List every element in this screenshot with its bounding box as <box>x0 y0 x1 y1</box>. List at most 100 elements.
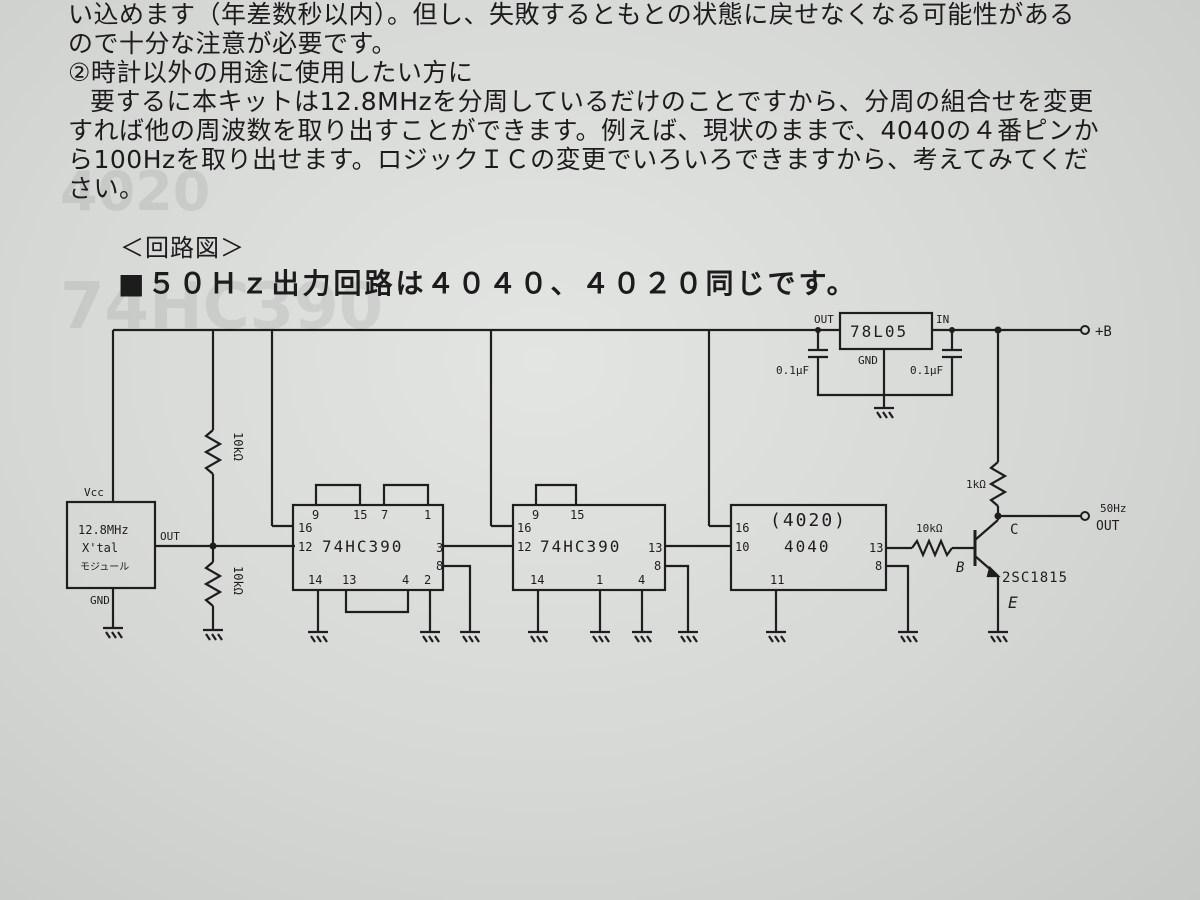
ic3-pin8-gnd <box>886 564 910 632</box>
transistor-name: 2SC1815 <box>1002 570 1068 586</box>
ic2-pin8: 8 <box>654 559 661 573</box>
output-terminal <box>1080 511 1090 521</box>
ic2-pin1: 1 <box>596 573 603 587</box>
ground-symbol <box>988 630 1008 643</box>
ic1-pin3: 3 <box>436 541 443 555</box>
resistor-top <box>203 429 223 475</box>
crystal-gnd-label: GND <box>90 594 110 607</box>
ground-symbol <box>874 406 894 419</box>
ic1-74hc390 <box>291 503 445 592</box>
cap-ground-return <box>816 357 954 397</box>
ic3-pin16: 16 <box>735 521 749 535</box>
crystal-type: X'tal <box>82 541 118 555</box>
ic1-pin8-gnd <box>443 564 472 632</box>
resistor-bottom <box>203 561 223 607</box>
ic1-link-7-1 <box>382 483 430 505</box>
ic1-pin7: 7 <box>381 508 388 522</box>
ground-symbol <box>103 626 123 639</box>
supply-terminal <box>1080 325 1090 335</box>
text-line: ので十分な注意が必要です。 <box>68 29 398 58</box>
regulator-label: 78L05 <box>850 322 908 341</box>
transistor-e: E <box>1008 593 1018 612</box>
ground-symbol <box>420 630 440 643</box>
regulator-gnd-label: GND <box>858 354 878 367</box>
ic3-pin13: 13 <box>869 541 883 555</box>
resistor-collector <box>988 461 1008 507</box>
resistor-base <box>911 538 953 558</box>
text-line: さい。 <box>68 174 145 203</box>
text-line: すれば他の周波数を取り出すことができます。例えば、現状のままで、4040の４番ピ… <box>68 116 1100 145</box>
supply-label: +B <box>1095 324 1112 340</box>
r-base-label: 10kΩ <box>916 522 943 535</box>
ic2-pin9: 9 <box>532 508 539 522</box>
ground-symbol <box>590 630 610 643</box>
ground-symbol <box>528 630 548 643</box>
ic1-pin8: 8 <box>436 559 443 573</box>
ground-symbol <box>766 630 786 643</box>
junction-dot <box>949 327 955 333</box>
cap-right-label: 0.1μF <box>910 364 943 377</box>
r-top-label: 10kΩ <box>231 432 245 461</box>
section-title: ＜回路図＞ <box>120 234 245 262</box>
ic1-pin16: 16 <box>298 521 312 535</box>
ic2-pin16: 16 <box>517 521 531 535</box>
ic3-pin10: 10 <box>735 540 749 554</box>
ic2-pin8-gnd <box>665 564 690 632</box>
ic1-pin2: 2 <box>424 573 431 587</box>
r-bottom-label: 10kΩ <box>231 566 245 595</box>
ground-symbol <box>203 628 223 641</box>
emitter-arrow <box>986 565 1001 578</box>
crystal-module-label: モジュール <box>80 562 129 573</box>
ic1-label: 74HC390 <box>322 537 403 556</box>
ground-symbol <box>460 630 480 643</box>
ic1-pin12: 12 <box>298 540 312 554</box>
ic1-pin15: 15 <box>353 508 367 522</box>
text-line: い込めます（年差数秒以内）。但し、失敗するともとの状態に戻せなくなる可能性がある <box>68 0 1075 29</box>
crystal-freq: 12.8MHz <box>78 523 129 537</box>
ic2-link-9-15 <box>534 483 578 505</box>
ic1-pin13: 13 <box>342 573 356 587</box>
ic2-pin13: 13 <box>648 541 662 555</box>
crystal-out-label: OUT <box>160 530 180 543</box>
ic1-link-13-4 <box>344 590 410 614</box>
ic1-pin9: 9 <box>312 508 319 522</box>
transistor-b: B <box>956 560 964 576</box>
regulator-out-label: OUT <box>814 313 834 326</box>
ic1-pin14: 14 <box>308 573 322 587</box>
ic1-pin1: 1 <box>424 508 431 522</box>
output-label: OUT <box>1096 519 1120 534</box>
ic2-pin15: 15 <box>570 508 584 522</box>
ic3-label: 4040 <box>784 537 831 556</box>
ic2-pin14: 14 <box>530 573 544 587</box>
ic2-pin12: 12 <box>517 540 531 554</box>
ic3-alt-label: (4020) <box>770 510 847 531</box>
r-collector-label: 1kΩ <box>966 478 986 491</box>
ic2-pin4: 4 <box>638 573 645 587</box>
text-line: ②時計以外の用途に使用したい方に <box>68 58 474 87</box>
junction-dot <box>815 327 821 333</box>
ground-symbol <box>308 630 328 643</box>
transistor-c: C <box>1010 522 1018 538</box>
ic2-label: 74HC390 <box>540 537 621 556</box>
ic1-pin4: 4 <box>402 573 409 587</box>
ground-symbol <box>632 630 652 643</box>
text-line: 要するに本キットは12.8MHzを分周しているだけのことですから、分周の組合せを… <box>90 87 1094 116</box>
ic2-74hc390 <box>511 503 667 592</box>
regulator-in-label: IN <box>936 313 949 326</box>
transistor-collector-leg <box>974 519 999 541</box>
junction-dot <box>994 326 1002 334</box>
ic3-pin11: 11 <box>770 573 784 587</box>
output-freq: 50Hz <box>1100 502 1127 515</box>
ground-symbol <box>678 630 698 643</box>
crystal-vcc-label: Vcc <box>84 486 104 499</box>
junction-dot <box>994 512 1002 520</box>
cap-left-label: 0.1μF <box>776 364 809 377</box>
ground-symbol <box>898 630 918 643</box>
diagram-subtitle: ■５０Ｈｚ出力回路は４０４０、４０２０同じです。 <box>118 267 858 300</box>
body-text: い込めます（年差数秒以内）。但し、失敗するともとの状態に戻せなくなる可能性がある… <box>68 0 1148 203</box>
text-line: ら100Hzを取り出せます。ロジックＩＣの変更でいろいろできますから、考えてみて… <box>68 145 1090 174</box>
ic1-link-9-15 <box>314 483 362 505</box>
ic3-pin8: 8 <box>875 559 882 573</box>
